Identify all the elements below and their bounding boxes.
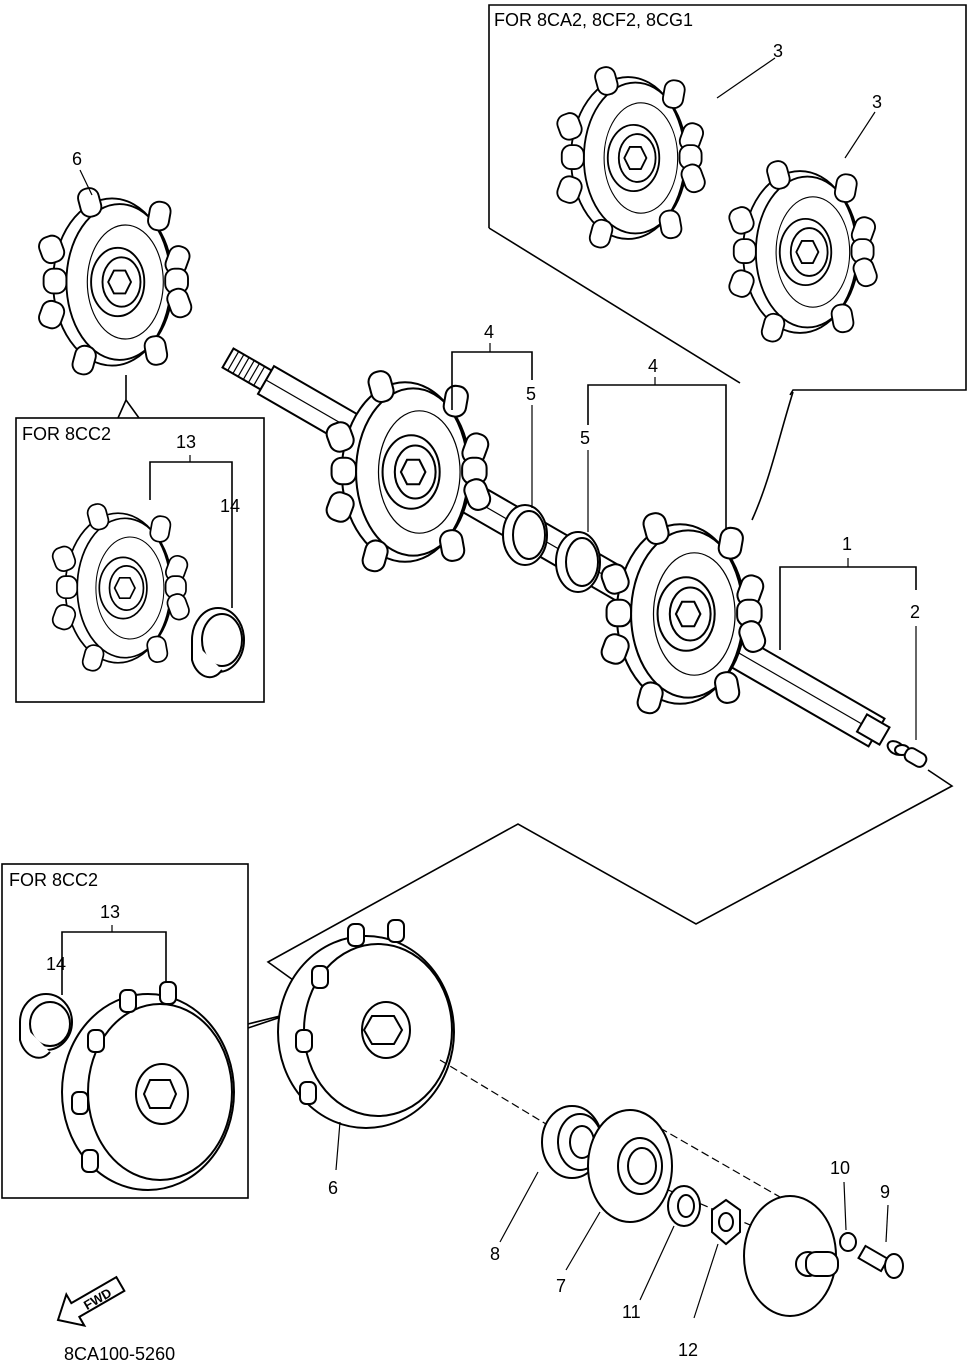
diagram-code: 8CA100-5260 — [64, 1344, 175, 1364]
fwd-arrow: FWD — [56, 1275, 126, 1328]
callout-13a: 13 — [176, 432, 196, 452]
collar-5b — [555, 531, 601, 593]
callout-5b: 5 — [580, 428, 590, 448]
sprocket-3b-drawing — [725, 158, 881, 345]
sprocket-6-top: 6 — [35, 149, 195, 419]
bearing-8: 8 — [490, 1105, 603, 1264]
box-left-bottom-title: FOR 8CC2 — [9, 870, 98, 890]
sprocket-4a — [322, 367, 495, 575]
box-left-middle: FOR 8CC2 13 14 — [15, 417, 265, 703]
callout-3a: 3 — [773, 41, 783, 61]
box-left-middle-title: FOR 8CC2 — [22, 424, 111, 444]
callout-14b: 14 — [46, 954, 66, 974]
bearing-housing — [743, 1195, 839, 1317]
washer-10: 10 — [830, 1158, 857, 1252]
flange-7: 7 — [556, 1109, 673, 1296]
callout-5a: 5 — [526, 384, 536, 404]
box-left-bottom: FOR 8CC2 13 14 — [1, 863, 297, 1199]
washer-11: 11 — [622, 1185, 701, 1322]
box-top-right-title: FOR 8CA2, 8CF2, 8CG1 — [494, 10, 693, 30]
callout-7: 7 — [556, 1276, 566, 1296]
wheel-13b — [61, 981, 235, 1191]
callout-11: 11 — [622, 1302, 641, 1322]
collar-5a — [502, 504, 548, 566]
nut-12: 12 — [678, 1198, 741, 1360]
callout-4a: 4 — [484, 322, 494, 342]
box-top-right: FOR 8CA2, 8CF2, 8CG1 3 3 — [488, 4, 967, 521]
callout-6b: 6 — [328, 1178, 338, 1198]
callout-8: 8 — [490, 1244, 500, 1264]
sprocket-4b — [597, 509, 770, 717]
callout-4b: 4 — [648, 356, 658, 376]
callout-2: 2 — [910, 602, 920, 622]
callout-6a: 6 — [72, 149, 82, 169]
callout-10: 10 — [830, 1158, 850, 1178]
spacer-14a — [191, 607, 245, 679]
callout-12: 12 — [678, 1340, 698, 1360]
callout-3b: 3 — [872, 92, 882, 112]
callout-14a: 14 — [220, 496, 240, 516]
bolt-9: 9 — [857, 1182, 904, 1279]
collar-14b — [19, 993, 73, 1059]
sprocket-3a-drawing — [553, 64, 709, 251]
callout-1: 1 — [842, 534, 852, 554]
grease-nipple-2 — [894, 744, 928, 768]
callout-9: 9 — [880, 1182, 890, 1202]
callout-13b: 13 — [100, 902, 120, 922]
wheel-6-bottom: 6 — [277, 919, 455, 1198]
